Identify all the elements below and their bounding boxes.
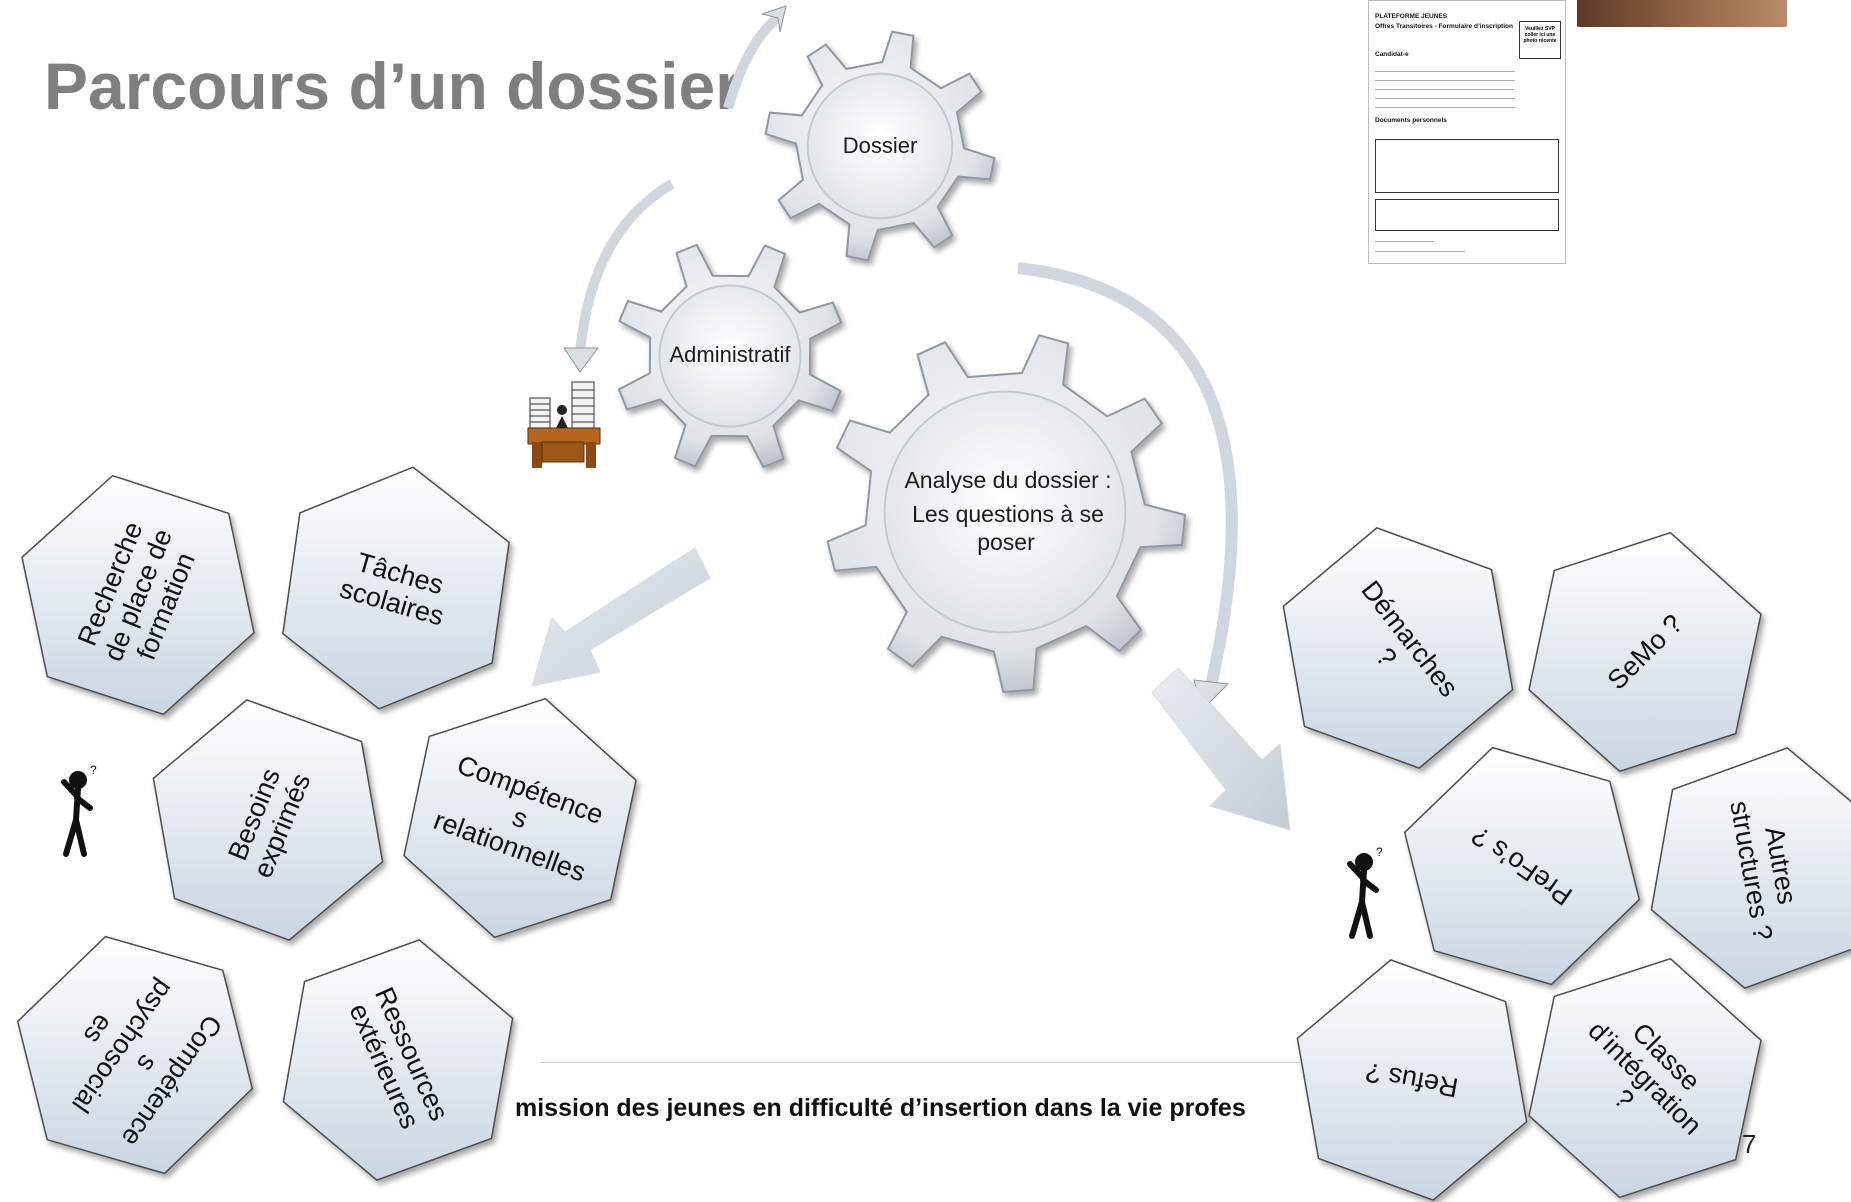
gear-administratif — [617, 243, 843, 469]
hexagon-competences-psy: Compétencespsychosociales — [16, 935, 254, 1175]
gears-group — [617, 30, 1187, 694]
footer-divider — [540, 1062, 1300, 1063]
photo-fragment — [1577, 0, 1787, 27]
hexagon-demarches: Démarches? — [1282, 527, 1514, 769]
hexagon-recherche: Recherchede place deformation — [21, 474, 255, 716]
hexagon-prefos: PreFo’s ? — [1403, 746, 1641, 986]
form-photo-box: Veuillez SVP coller ici une photo récent… — [1519, 21, 1561, 59]
registration-form-thumbnail: PLATEFORME JEUNES Offres Transitoires - … — [1368, 0, 1566, 264]
hexagon-autres: Autresstructures ? — [1650, 747, 1851, 989]
form-header: PLATEFORME JEUNES — [1375, 13, 1448, 20]
gear-label-analyse-1: Analyse du dossier : — [904, 467, 1111, 493]
arrow-to-left-cluster — [531, 547, 711, 687]
office-desk-with-files-icon — [527, 381, 601, 468]
thinking-stick-figure-right-icon: ? — [1347, 845, 1383, 939]
page-title: Parcours d’un dossier — [44, 49, 741, 123]
form-subtitle: Offres Transitoires - Formulaire d’inscr… — [1375, 23, 1513, 30]
hexagon-ressources: Ressourcesextérieures — [282, 939, 514, 1181]
gear-label-analyse-2: Les questions à se — [912, 501, 1104, 527]
form-table-1 — [1375, 139, 1559, 193]
hexagon-taches: Tâchesscolaires — [282, 466, 510, 710]
gear-label-analyse-3: poser — [977, 529, 1035, 555]
svg-text:?: ? — [1376, 845, 1383, 859]
thinking-stick-figure-left-icon: ? — [61, 763, 97, 857]
form-documents-label: Documents personnels — [1375, 117, 1447, 124]
form-candidate-label: Candidat-e — [1375, 51, 1409, 58]
hexagon-semo: SeMo ? — [1528, 531, 1762, 773]
svg-text:?: ? — [90, 763, 97, 777]
page-number: 7 — [1742, 1129, 1757, 1159]
gear-label-dossier: Dossier — [843, 133, 918, 158]
footer-text: mission des jeunes en difficulté d’inser… — [515, 1094, 1246, 1122]
hexagon-besoins: Besoinsexprimés — [152, 699, 384, 941]
curved-arrow-right — [1017, 262, 1238, 692]
curved-arrow-left — [575, 179, 675, 353]
arrow-to-right-cluster — [1151, 667, 1291, 831]
curved-arrow-top — [723, 13, 782, 110]
hexagon-classe: Classed’intégration? — [1528, 957, 1762, 1199]
form-table-2 — [1375, 199, 1559, 231]
form-photo-box-label: Veuillez SVP coller ici une photo récent… — [1523, 26, 1557, 44]
gear-dossier — [764, 30, 996, 262]
hexagon-competences-rel: Compétencesrelationnelles — [403, 697, 637, 939]
hexagon-refus: Refus ? — [1296, 959, 1528, 1201]
gear-analyse — [826, 334, 1187, 694]
gear-label-administratif: Administratif — [669, 342, 791, 367]
